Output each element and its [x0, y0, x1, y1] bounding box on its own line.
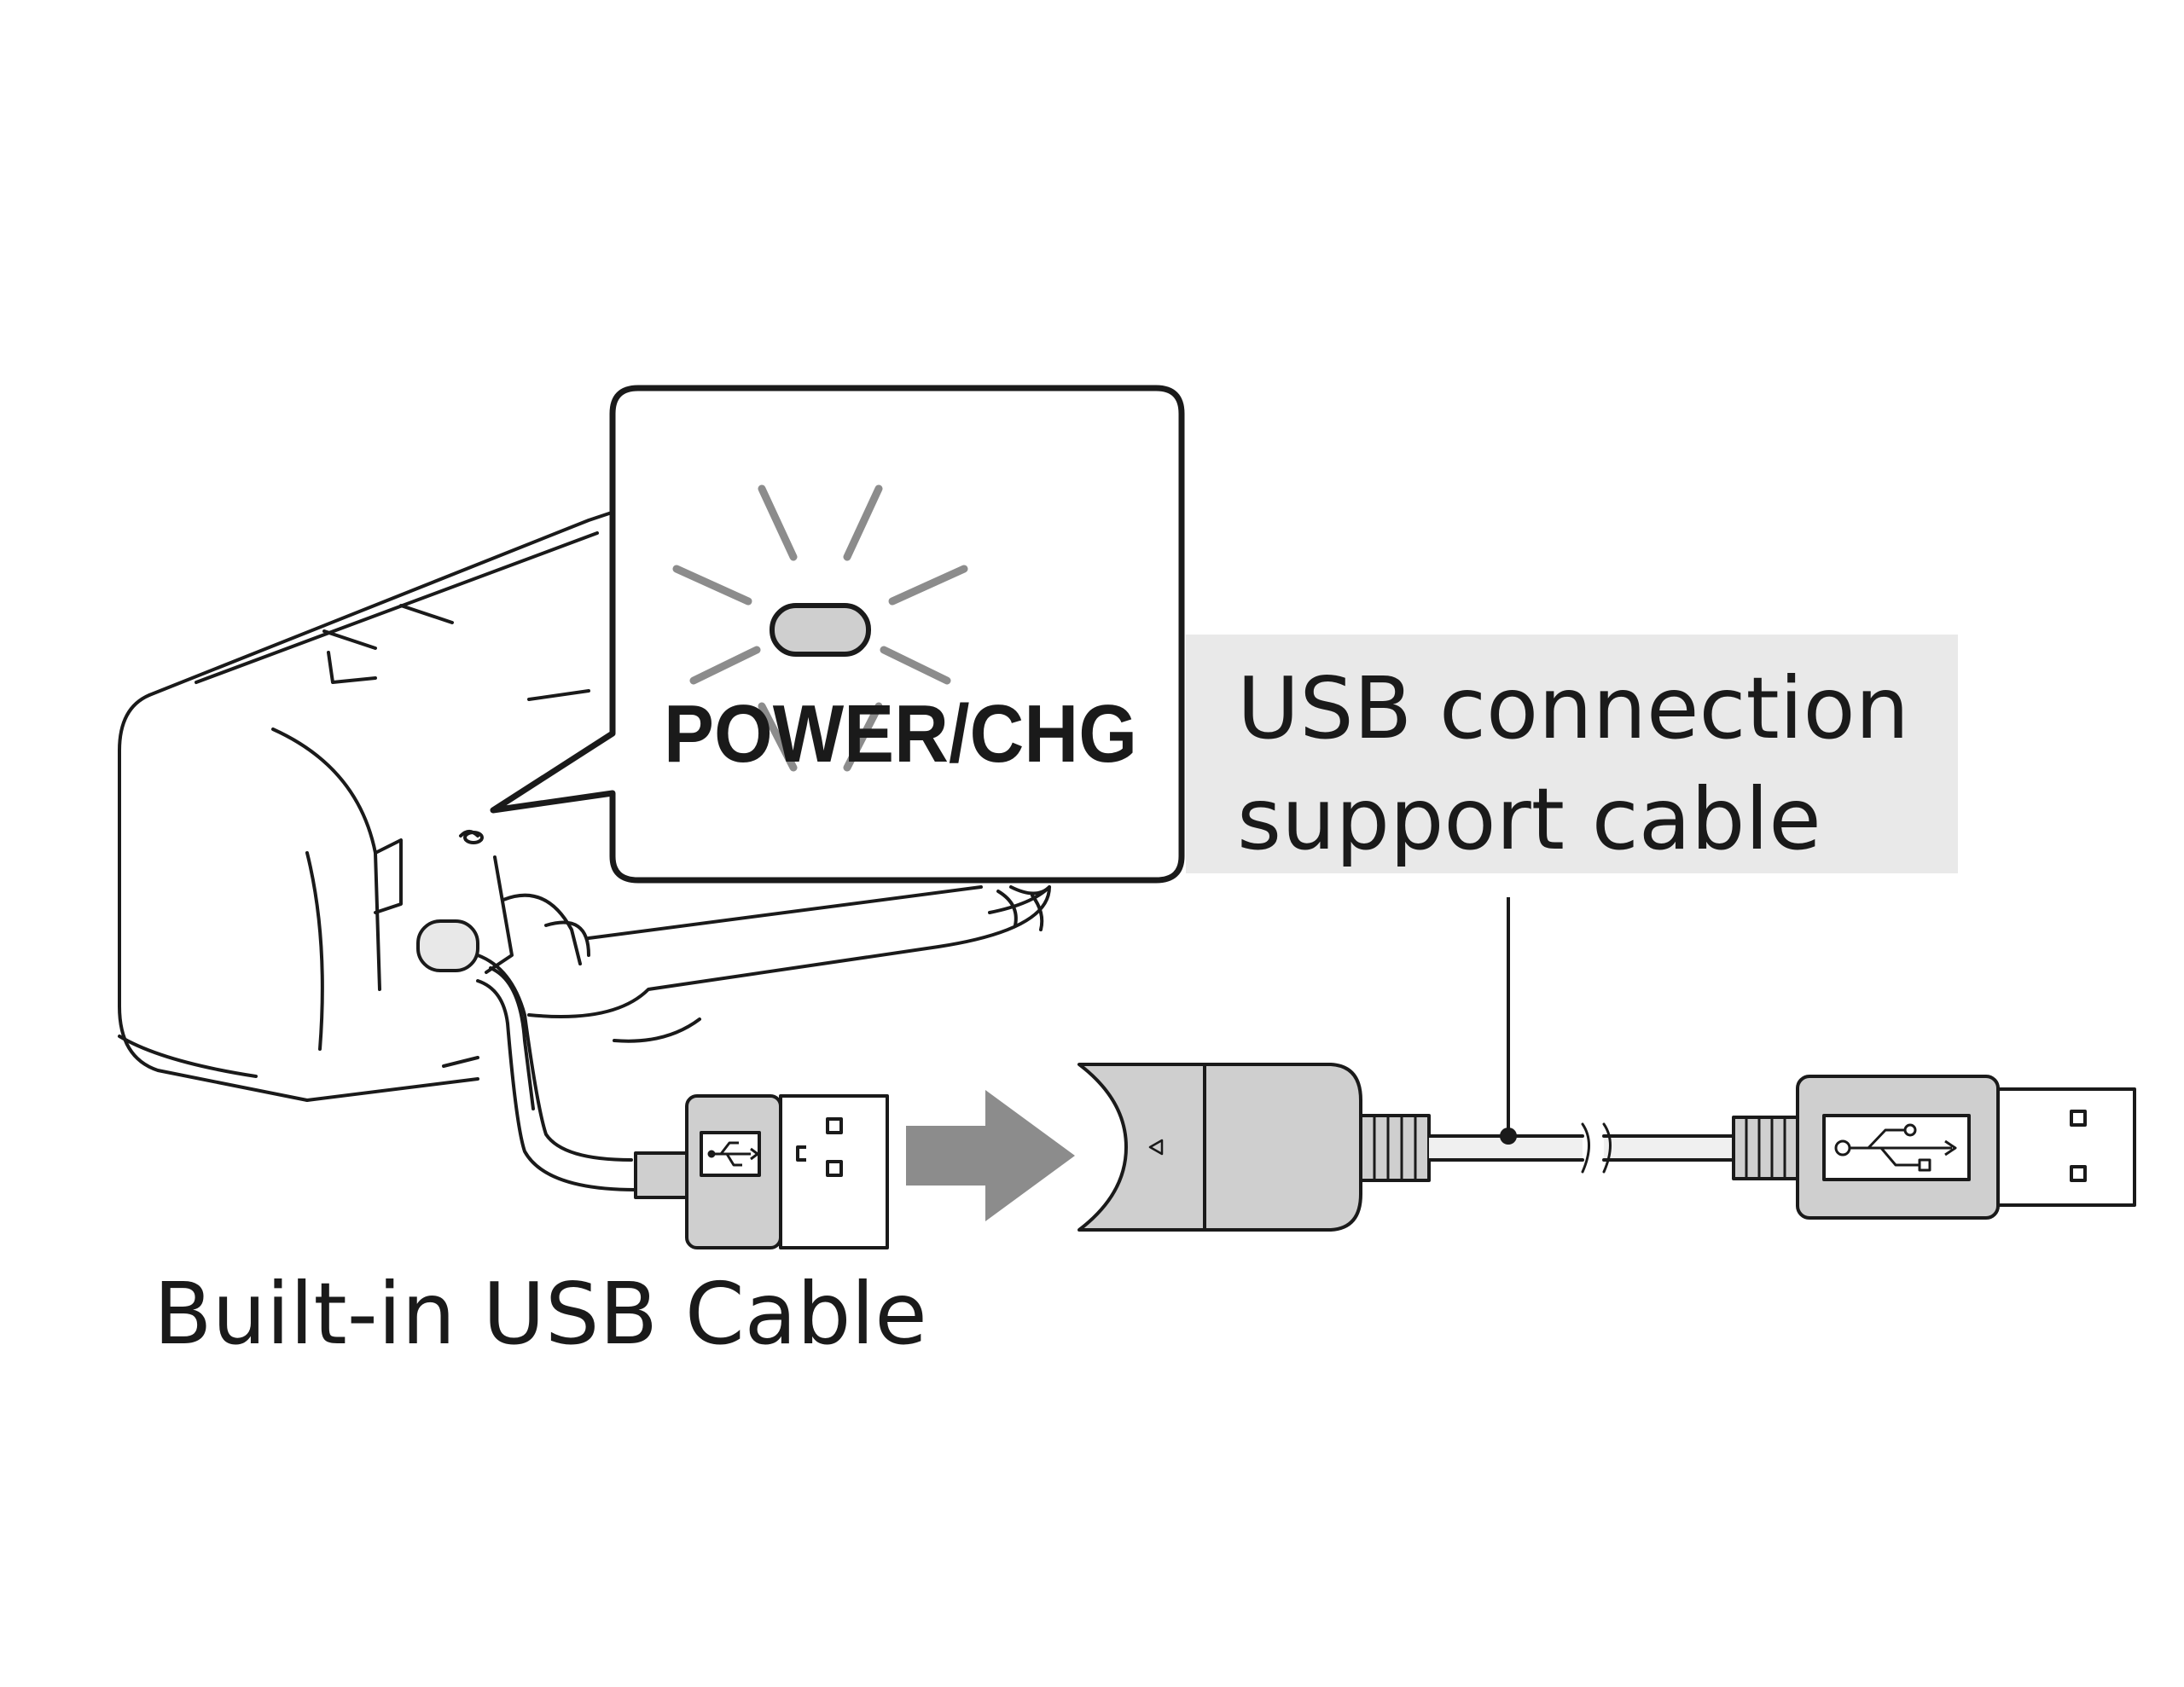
support-cable-usb-plug	[1732, 1075, 2136, 1220]
builtin-cable-label: Built-in USB Cable	[154, 1264, 927, 1364]
builtin-usb-cable	[476, 954, 637, 1191]
indicator-callout: POWER/CHG	[490, 385, 1185, 884]
support-cable-label-line2: support cable	[1237, 769, 1821, 869]
power-chg-label: POWER/CHG	[664, 688, 1137, 780]
builtin-usb-plug	[634, 1094, 889, 1249]
support-cable-label-bg	[1186, 635, 1958, 873]
camcorder-illustration	[118, 510, 1051, 1102]
usb-trident-icon	[1834, 1123, 1957, 1172]
power-chg-lamp	[770, 603, 871, 657]
support-cable-label-line1: USB connection	[1237, 658, 1909, 758]
support-cable-wire	[1427, 1122, 1735, 1174]
flashing-light-rays	[672, 484, 968, 772]
insert-arrow	[906, 1090, 1075, 1221]
leader-dot	[1500, 1128, 1517, 1145]
support-cable-socket	[1077, 1063, 1431, 1232]
usb-trident-icon	[707, 1141, 759, 1167]
cable-break-mark	[1581, 1122, 1590, 1174]
